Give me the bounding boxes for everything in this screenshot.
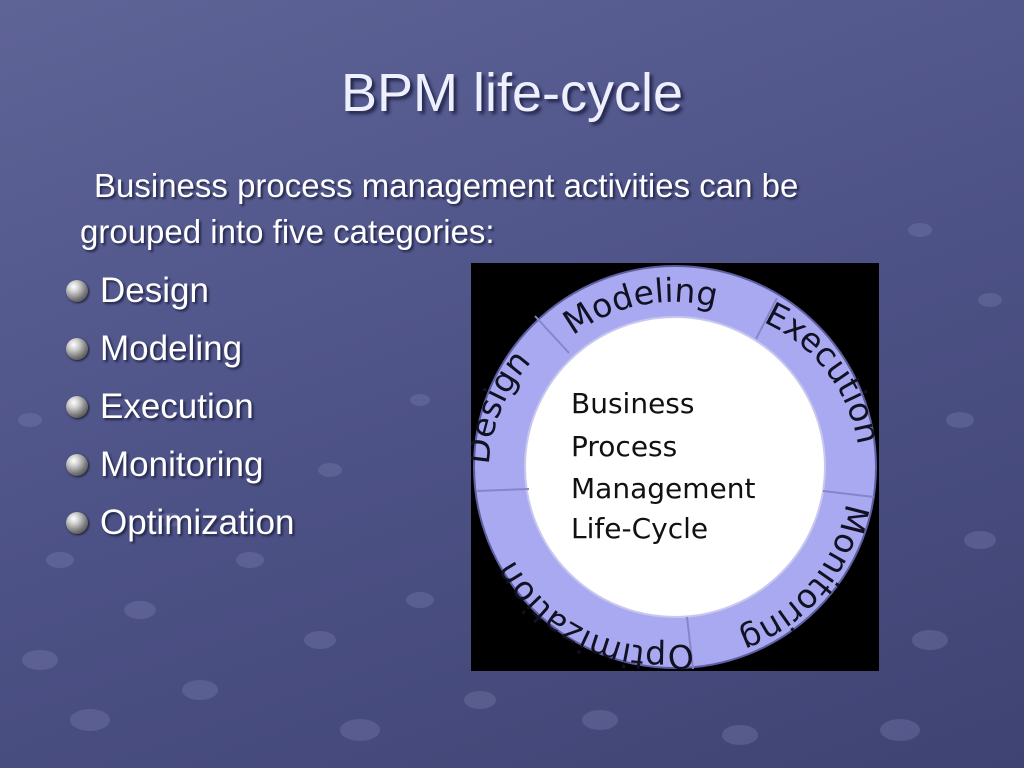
list-item: Monitoring [66,436,295,494]
sphere-bullet-icon [66,454,88,476]
sphere-bullet-icon [66,396,88,418]
list-item-label: Modeling [100,329,243,368]
list-item-label: Optimization [100,503,295,542]
center-circle [524,316,826,618]
sphere-bullet-icon [66,280,88,302]
list-item: Modeling [66,320,295,378]
category-list: Design Modeling Execution Monitoring Opt… [66,262,295,552]
list-item: Execution [66,378,295,436]
lifecycle-diagram: Modeling Execution Monitoring Optimizati… [458,263,888,678]
slide-title: BPM life-cycle [340,63,684,123]
list-item-label: Design [100,271,209,310]
center-line: Business [571,387,694,420]
list-item: Optimization [66,494,295,552]
ring-outline [473,265,877,669]
sphere-bullet-icon [66,338,88,360]
intro-text: Business process management activities c… [80,167,799,250]
ring-dividers [476,297,875,670]
list-item-label: Execution [100,387,254,426]
lifecycle-ring-svg: Modeling Execution Monitoring Optimizati… [458,265,888,678]
list-item-label: Monitoring [100,445,264,484]
sphere-bullet-icon [66,512,88,534]
list-item: Design [66,262,295,320]
center-line: Life-Cycle [571,512,708,545]
center-line: Management [571,472,755,505]
center-line: Process [571,430,677,463]
